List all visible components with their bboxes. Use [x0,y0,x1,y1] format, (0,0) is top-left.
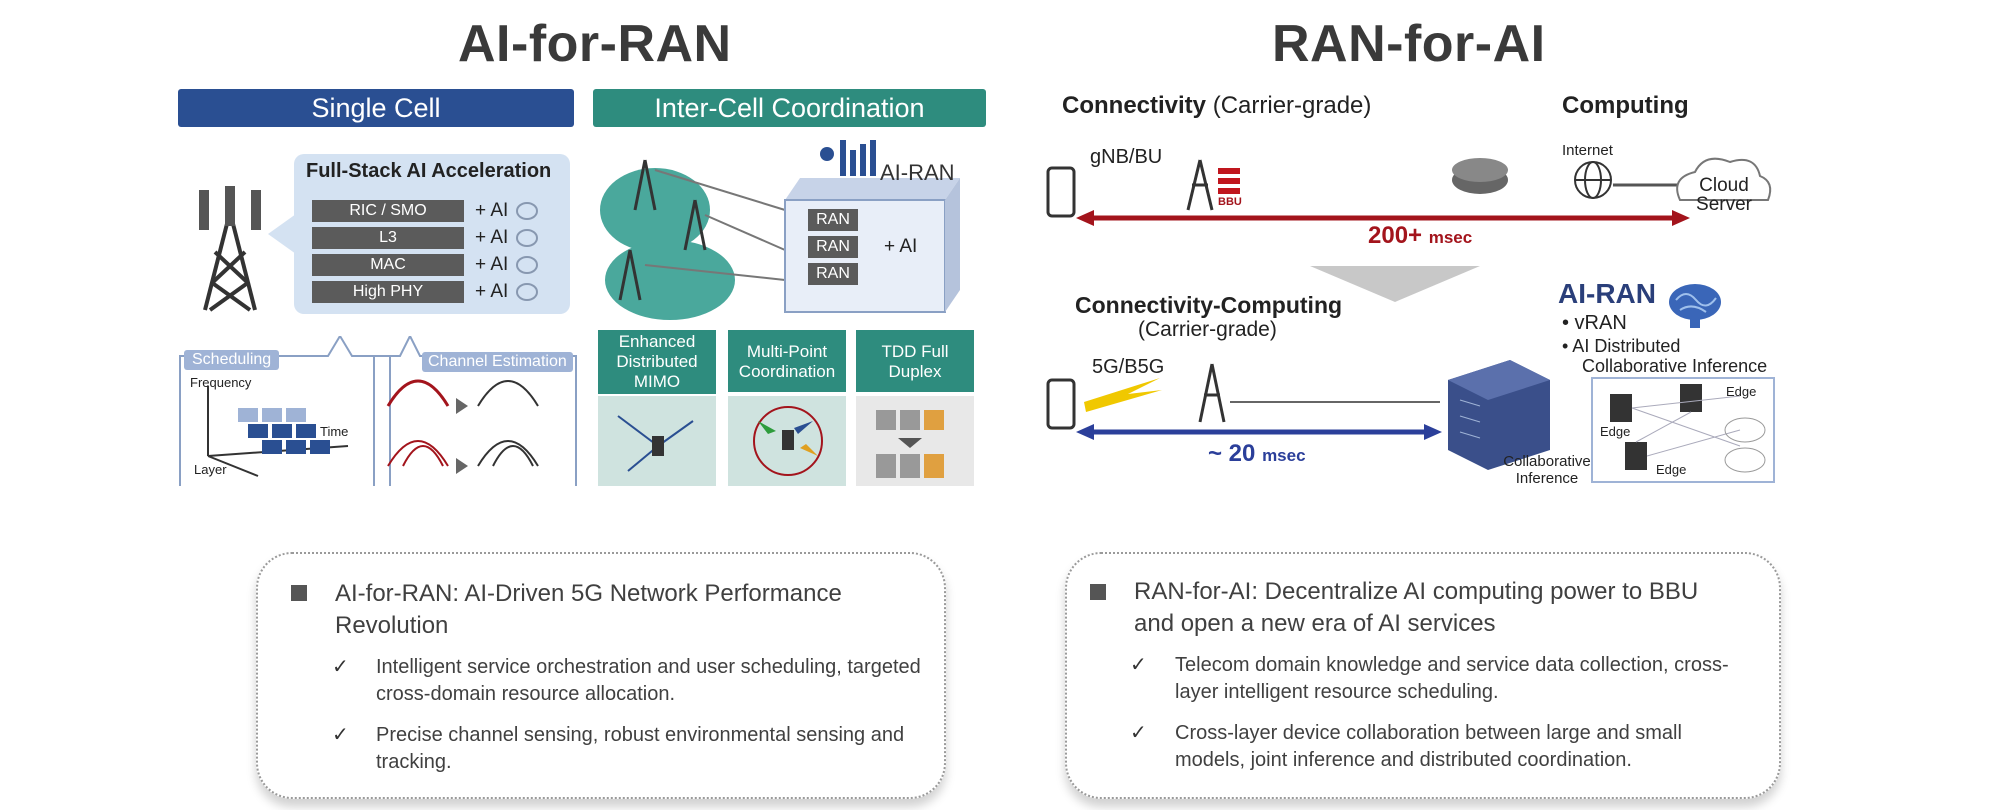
brain-icon-large [1669,284,1721,328]
card-right-main: RAN-for-AI: Decentralize AI computing po… [1134,578,1699,637]
channel-estimation-tag: Channel Estimation [422,352,573,372]
card-left-main: AI-for-RAN: AI-Driven 5G Network Perform… [335,580,842,639]
ai-ran-label-left: AI-RAN [880,160,955,185]
ran-box-3: RAN [808,263,858,285]
latency-top-value: 200+ [1368,222,1423,249]
conn-computing-label: Connectivity-Computing [1075,292,1343,318]
layer-ric-smo: RIC / SMO [312,200,464,222]
feature-tdd-full-duplex: TDD Full Duplex [856,330,974,392]
feature-enhanced-mimo: Enhanced Distributed MIMO [598,330,716,394]
feature-multipoint: Multi-Point Coordination [728,330,846,392]
card-left-bullet [291,585,307,601]
latency-top-unit: msec [1428,228,1473,247]
card-left-tick-1: ✓ [332,656,349,678]
ai-for-ran-card [256,552,946,799]
ran-for-ai-title: RAN-for-AI [1272,15,1546,73]
layer-label: Layer [194,462,227,477]
ran-for-ai-card [1065,552,1781,799]
plus-ai-2: + AI [475,227,509,248]
ran-box-1: RAN [808,209,858,231]
gnb-label: gNB/BU [1090,146,1163,168]
down-triangle [1310,266,1480,302]
vran-label: • vRAN [1562,312,1627,334]
layer-l3: L3 [312,227,464,249]
card-right-tick-2: ✓ [1130,722,1147,744]
panel-pointer [268,214,296,254]
inter-cell-banner: Inter-Cell Coordination [593,89,986,127]
latency-bottom-unit: msec [1262,446,1306,465]
latency-bottom-value: ~ 20 [1208,440,1256,467]
brain-icon [516,202,538,301]
edge-label-3: Edge [1656,462,1687,477]
edge-label-1: Edge [1726,384,1757,399]
plus-ai-1: + AI [475,200,509,221]
card-left-sub-1: Intelligent service orchestration and us… [376,656,921,705]
fiveg-label: 5G/B5G [1092,356,1165,378]
connectivity-word: Connectivity [1062,92,1207,119]
plus-ai-ran: + AI [884,236,918,257]
cloud-server-label: Cloud Server [1696,175,1752,215]
internet-label: Internet [1562,142,1613,159]
ai-ran-heading: AI-RAN [1558,278,1656,309]
scheduling-tag: Scheduling [184,350,280,370]
collab-inference-line: Collaborative Inference [1582,356,1768,376]
plus-ai-4: + AI [475,281,509,302]
full-stack-title: Full-Stack AI Acceleration [306,160,552,182]
bottom-network-graphic [1046,360,1775,483]
single-cell-banner: Single Cell [178,89,574,127]
collab-inference-label: Collaborative Inference [1503,453,1591,487]
scheduling-panel [179,336,577,486]
latency-top: 200+ msec [1368,222,1472,250]
card-right-sub-2: Cross-layer device collaboration between… [1175,722,1682,771]
ai-distributed-label: • AI Distributed [1562,336,1681,356]
frequency-label: Frequency [190,375,252,390]
card-left-sub-2: Precise channel sensing, robust environm… [376,724,905,773]
cell-tower-icon [199,186,261,312]
latency-bottom: ~ 20 msec [1208,440,1306,468]
ai-for-ran-title: AI-for-RAN [458,15,732,73]
plus-ai-3: + AI [475,254,509,275]
card-right-tick-1: ✓ [1130,654,1147,676]
edge-label-2: Edge [1600,424,1631,439]
top-network-graphic [1046,157,1772,226]
time-label: Time [320,424,349,439]
ran-box-2: RAN [808,236,858,258]
card-right-sub-1: Telecom domain knowledge and service dat… [1175,654,1729,703]
card-left-tick-2: ✓ [332,724,349,746]
carrier-grade-bottom: (Carrier-grade) [1138,318,1277,341]
layer-high-phy: High PHY [312,281,464,303]
layer-mac: MAC [312,254,464,276]
card-right-bullet [1090,584,1106,600]
feature-graphics [617,406,944,478]
connectivity-label: Connectivity (Carrier-grade) [1062,92,1371,120]
carrier-grade-top: (Carrier-grade) [1212,92,1372,119]
bbu-label: BBU [1218,196,1242,208]
computing-label: Computing [1562,92,1689,119]
